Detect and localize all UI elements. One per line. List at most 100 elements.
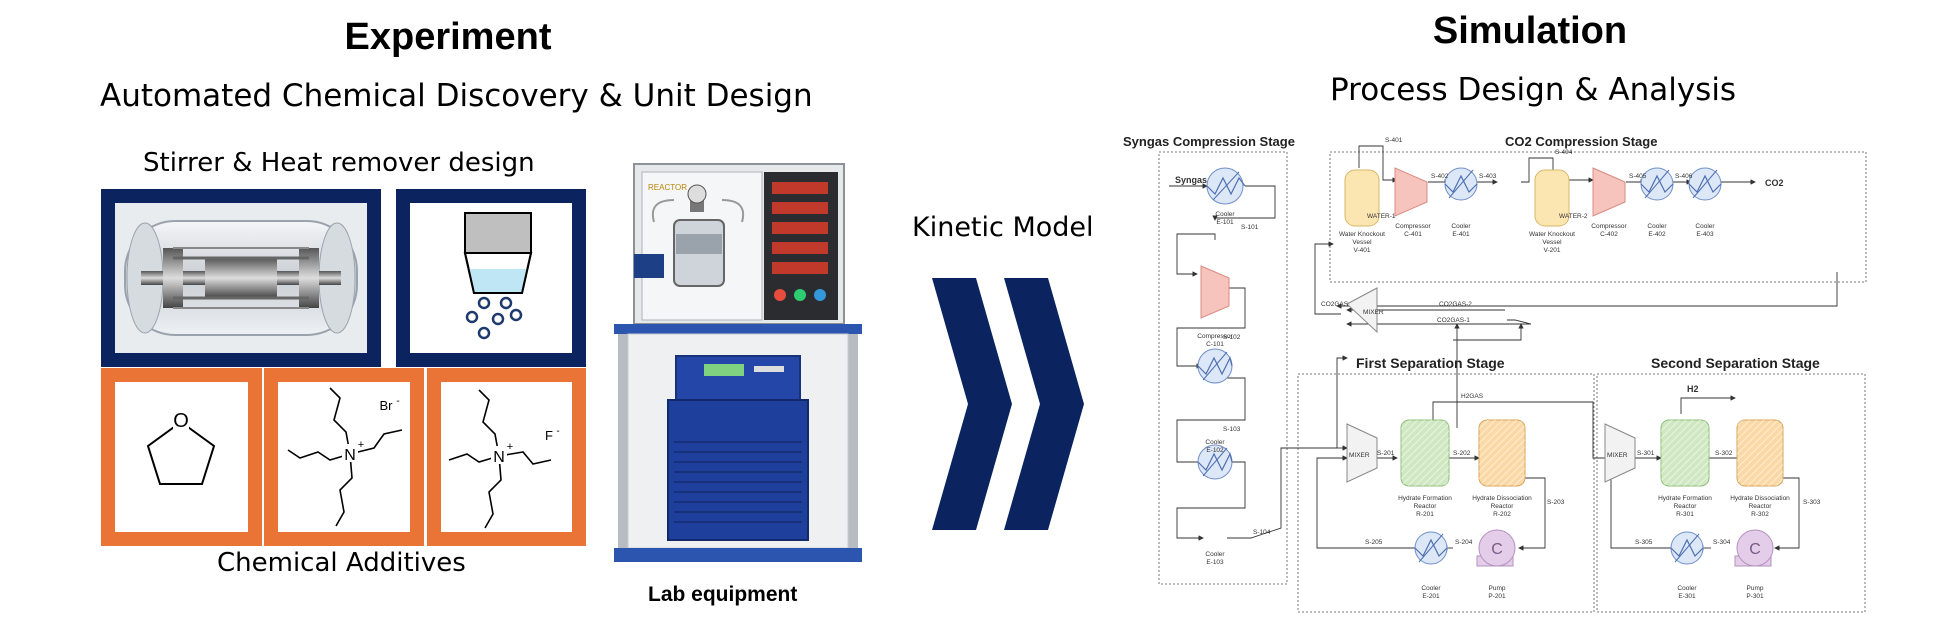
chevron-arrows-icon [932,278,1084,530]
stream-h2: H2 [1687,384,1699,394]
unit-r202-id: R-202 [1493,511,1511,518]
stirrer-label: Stirrer & Heat remover design [143,148,535,178]
first-separation-stage-title: First Separation Stage [1356,355,1505,371]
tbaf-molecule-icon: N + F - [448,389,560,529]
stream-s302: S-302 [1715,450,1733,457]
syngas-stage-box [1158,151,1288,585]
unit-r302-name: Hydrate Dissociation [1730,495,1790,502]
unit-v401-name: Water Knockout [1339,231,1385,238]
unit-c402-id: C-402 [1600,231,1618,238]
unit-e101-id: E-101 [1216,219,1234,226]
mixer-co2-label: MIXER [1363,309,1384,316]
thf-panel: O [101,368,262,546]
unit-p201-name: Pump [1489,585,1506,592]
unit-e403-id: E-403 [1696,231,1714,238]
unit-e103-id: E-103 [1206,559,1224,566]
unit-e103-name: Cooler [1205,551,1225,558]
reactor-r201-icon [1400,419,1450,487]
unit-c101-name: Compressor [1197,333,1233,340]
cooler-e301-icon [1670,531,1704,565]
compressor-c401-icon [1394,167,1428,217]
unit-c101-id: C-101 [1206,341,1224,348]
heat-remover-panel [396,189,586,367]
unit-e201-name: Cooler [1421,585,1441,592]
pump-p201-glyph: C [1491,541,1503,558]
unit-v401-id: V-401 [1354,247,1371,254]
second-separation-stage-box [1596,373,1866,613]
unit-v201-sub: Vessel [1542,239,1562,246]
tbab-nitrogen-charge: + [358,439,364,451]
mixer-second-icon [1604,423,1636,483]
unit-e101-name: Cooler [1215,211,1235,218]
stream-s301: S-301 [1637,450,1655,457]
unit-e402-name: Cooler [1647,223,1667,230]
first-separation-stage-box [1297,373,1595,613]
unit-e402-id: E-402 [1648,231,1666,238]
stream-s401: S-401 [1385,137,1403,144]
tbab-molecule-icon: N + Br - [287,387,403,527]
unit-r201-sub: Reactor [1414,503,1438,510]
unit-r301-name: Hydrate Formation [1658,495,1712,502]
stream-s203: S-203 [1547,499,1565,506]
unit-r302-sub: Reactor [1749,503,1773,510]
heat-remover-icon [463,212,533,340]
lab-equipment-icon: REACTOR [614,163,862,562]
unit-e401-id: E-401 [1452,231,1470,238]
unit-v201-name: Water Knockout [1529,231,1575,238]
stream-s204: S-204 [1455,539,1473,546]
stream-s102: S-102 [1223,334,1241,341]
unit-c401-name: Compressor [1395,223,1431,230]
tbab-bromide: Br [380,398,394,413]
stirrer-panel [101,189,381,367]
stream-s406: S-406 [1675,173,1693,180]
unit-e301-name: Cooler [1677,585,1697,592]
unit-r302-id: R-302 [1751,511,1769,518]
stream-s201: S-201 [1377,450,1395,457]
reactor-r302-icon [1736,419,1784,487]
unit-r201-id: R-201 [1416,511,1434,518]
stream-s305: S-305 [1635,539,1653,546]
stream-s404: S-404 [1555,149,1573,156]
pump-p301-glyph: C [1749,541,1761,558]
stream-s402: S-402 [1431,173,1449,180]
stream-s104: S-104 [1253,529,1271,536]
stream-co2gas: CO2GAS [1321,301,1349,308]
tbaf-nitrogen-charge: + [507,441,513,453]
stream-s303: S-303 [1803,499,1821,506]
tbaf-nitrogen: N [493,449,505,466]
tbab-nitrogen: N [344,447,356,464]
tbab-bromide-charge: - [396,396,399,407]
unit-r301-id: R-301 [1676,511,1694,518]
unit-r202-sub: Reactor [1491,503,1515,510]
additives-label: Chemical Additives [217,548,466,578]
unit-c402-name: Compressor [1591,223,1627,230]
experiment-title: Experiment [344,16,552,58]
stream-water1: WATER-1 [1367,213,1396,220]
mixer-second-label: MIXER [1607,452,1628,459]
stream-s304: S-304 [1713,539,1731,546]
unit-e301-id: E-301 [1678,593,1696,600]
process-flow-diagram: Syngas Compression Stage CO2 Compression… [1123,134,1867,613]
stream-co2gas1: CO2GAS-1 [1437,317,1470,324]
second-separation-stage-title: Second Separation Stage [1651,355,1820,371]
stream-co2gas2: CO2GAS-2 [1439,301,1472,308]
stream-syngas: Syngas [1175,175,1207,185]
mixer-co2-icon [1346,287,1378,334]
pump-p301-icon: C [1734,529,1774,567]
unit-e401-name: Cooler [1451,223,1471,230]
tbaf-fluoride: F [545,428,553,443]
mixer-first-icon [1346,423,1378,483]
cooler-e102-icon [1197,348,1233,384]
unit-r301-sub: Reactor [1674,503,1698,510]
unit-e201-id: E-201 [1422,593,1440,600]
kinetic-model-label: Kinetic Model [912,212,1094,243]
stream-h2gas: H2GAS [1461,393,1484,400]
thf-oxygen-label: O [173,410,189,432]
compressor-c402-icon [1592,167,1626,217]
tbaf-fluoride-charge: - [556,426,559,437]
reactor-r202-icon [1478,419,1526,487]
reactor-r301-icon [1660,419,1710,487]
mixer-first-label: MIXER [1349,452,1370,459]
experiment-subtitle: Automated Chemical Discovery & Unit Desi… [100,78,813,114]
tbaf-panel: N + F - [427,368,586,546]
